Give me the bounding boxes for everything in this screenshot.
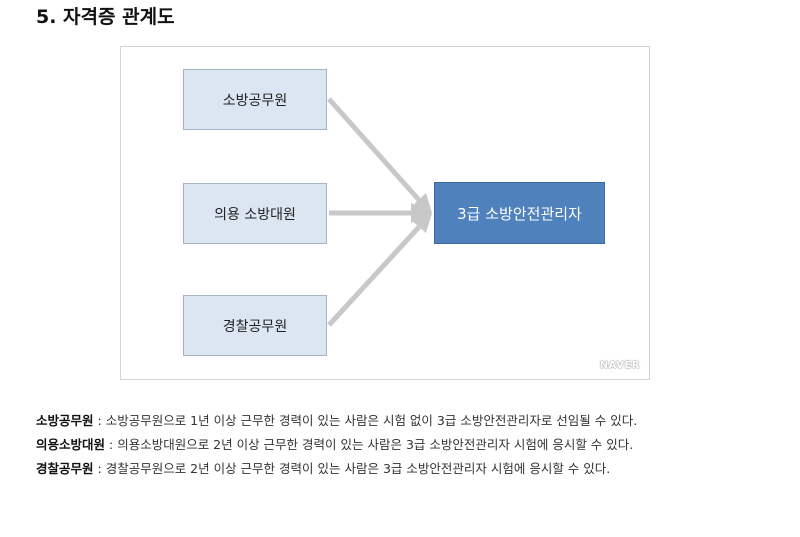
target-node-label: 3급 소방안전관리자 (457, 204, 582, 223)
description-text: 의용소방대원으로 2년 이상 근무한 경력이 있는 사람은 3급 소방안전관리자… (117, 437, 634, 452)
relationship-diagram: 소방공무원 의용 소방대원 경찰공무원 3급 소방안전관리자 NAVER (120, 46, 650, 380)
diagram-arrows (327, 97, 432, 327)
naver-watermark: NAVER (599, 360, 640, 371)
section-title: 5. 자격증 관계도 (36, 6, 175, 28)
description-term: 의용소방대원 (36, 437, 106, 452)
description-separator: : (93, 413, 106, 428)
description-text: 경찰공무원으로 2년 이상 근무한 경력이 있는 사람은 3급 소방안전관리자 … (105, 461, 611, 476)
source-node-police-officer: 경찰공무원 (183, 295, 327, 356)
description-term: 소방공무원 (36, 413, 94, 428)
description-term: 경찰공무원 (36, 461, 94, 476)
source-node-label: 경찰공무원 (222, 318, 288, 335)
description-item: 소방공무원 : 소방공무원으로 1년 이상 근무한 경력이 있는 사람은 시험 … (36, 409, 736, 433)
description-text: 소방공무원으로 1년 이상 근무한 경력이 있는 사람은 시험 없이 3급 소방… (105, 413, 638, 428)
description-item: 의용소방대원 : 의용소방대원으로 2년 이상 근무한 경력이 있는 사람은 3… (36, 433, 736, 457)
arrowhead-bottom (411, 213, 432, 233)
description-separator: : (105, 437, 118, 452)
description-list: 소방공무원 : 소방공무원으로 1년 이상 근무한 경력이 있는 사람은 시험 … (36, 409, 736, 481)
target-node-class3-fire-safety-manager: 3급 소방안전관리자 (434, 182, 605, 244)
source-node-firefighter: 소방공무원 (183, 69, 327, 130)
source-node-label: 소방공무원 (222, 92, 288, 109)
arrow-shaft-top (327, 97, 421, 202)
arrowhead-middle (411, 203, 432, 223)
arrow-shaft-bottom (327, 225, 421, 327)
description-separator: : (93, 461, 106, 476)
source-node-volunteer-firefighter: 의용 소방대원 (183, 183, 327, 244)
source-node-label: 의용 소방대원 (214, 206, 296, 223)
description-item: 경찰공무원 : 경찰공무원으로 2년 이상 근무한 경력이 있는 사람은 3급 … (36, 457, 736, 481)
